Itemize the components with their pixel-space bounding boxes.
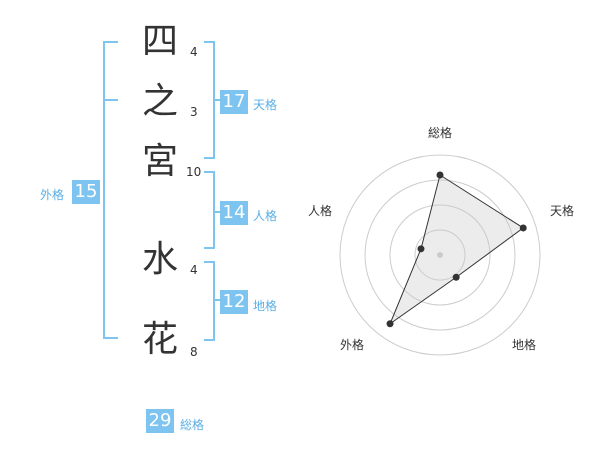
radar-axis-label-tenkaku: 天格 [550,204,575,218]
radar-axis-label-soukaku: 総格 [428,126,453,140]
name-char-4: 水 [141,239,178,280]
tenkaku-label: 天格 [253,98,278,112]
stroke-count-5: 8 [190,345,198,359]
gaikaku-badge: 15 [72,180,100,204]
stroke-count-4: 4 [190,263,198,277]
radar-ring [389,204,491,306]
radar-polygon [388,174,525,326]
name-char-3: 宮 [141,141,178,182]
jinkaku-badge: 14 [220,201,248,225]
radar-point-2 [519,224,527,232]
radar-ring [414,229,466,281]
radar-axis-label-chikaku: 地格 [512,338,537,352]
radar-center [437,252,443,258]
chikaku-badge: 12 [220,290,248,314]
radar-ring [339,154,541,356]
radar-axis-label-gaikaku: 外格 [340,338,365,352]
radar-ring [364,179,516,331]
tenkaku-badge: 17 [220,90,248,114]
gaikaku-label: 外格 [40,188,65,202]
stroke-count-3: 10 [186,165,202,179]
name-char-5: 花 [141,319,178,360]
soukaku-badge: 29 [146,409,174,433]
jinkaku-label: 人格 [253,209,278,223]
radar-point-1 [436,171,444,179]
stroke-count-2: 3 [190,105,198,119]
name-char-2: 之 [141,81,178,122]
stroke-count-1: 4 [190,45,198,59]
radar-point-3 [452,273,460,281]
radar-point-5 [417,245,425,253]
radar-axis-label-jinkaku: 人格 [308,204,333,218]
chikaku-label: 地格 [253,299,278,313]
radar-point-4 [386,320,394,328]
soukaku-label: 総格 [180,418,205,432]
name-char-1: 四 [141,21,178,62]
